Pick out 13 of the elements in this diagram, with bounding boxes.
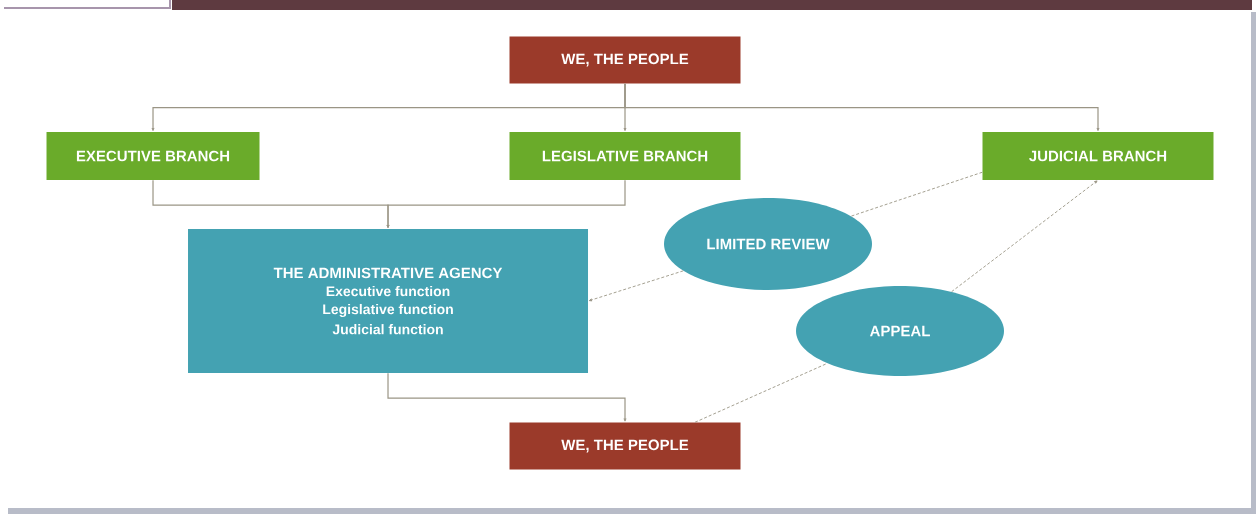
arrow: [387, 372, 627, 422]
branch-box: LEGISLATIVE BRANCH: [509, 132, 741, 180]
connector: [588, 270, 684, 302]
people-box: WE, THE PEOPLE: [509, 36, 741, 84]
arrow: [386, 179, 626, 229]
connector: [951, 180, 1098, 293]
agency-box: THE ADMINISTRATIVE AGENCY Executive function Legislative function Judicial function: [188, 229, 588, 373]
arrow: [624, 83, 1100, 132]
branch-box: JUDICIAL BRANCH: [982, 132, 1214, 180]
connector-line: [850, 171, 983, 217]
connector-line: [694, 362, 828, 423]
people-box: WE, THE PEOPLE: [509, 422, 741, 470]
branch-box: EXECUTIVE BRANCH: [46, 132, 260, 180]
